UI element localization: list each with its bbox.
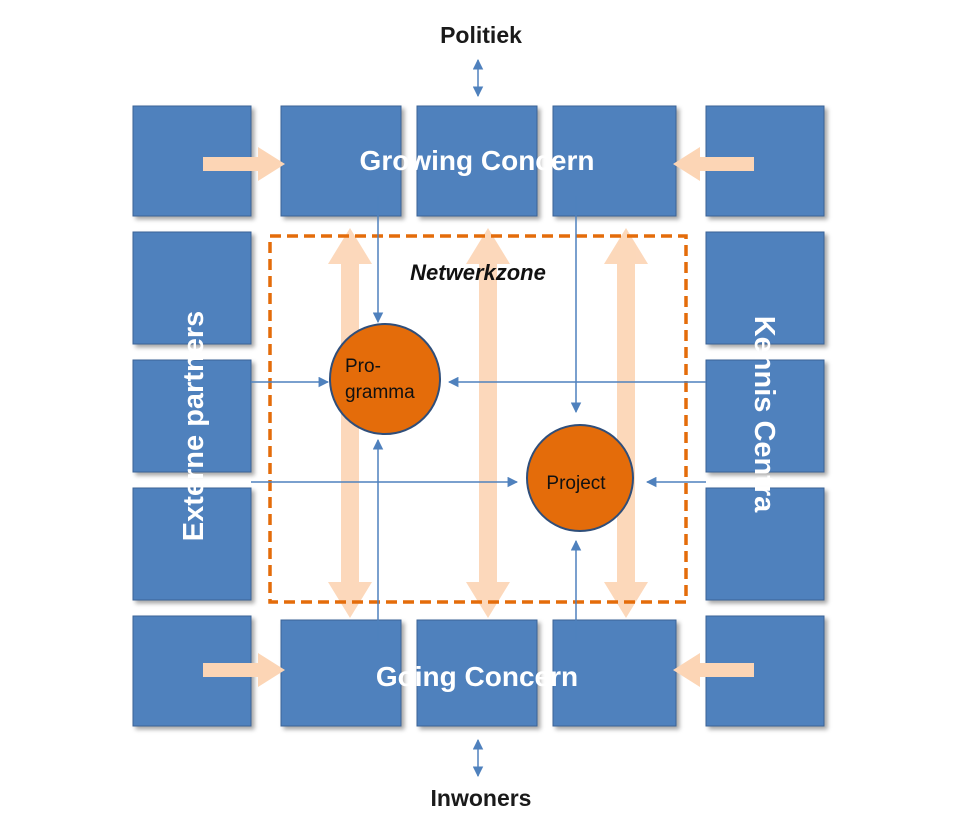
top-bar-blocks bbox=[280, 105, 677, 217]
bottom-bar-block-1 bbox=[280, 619, 402, 727]
peach-arrow-bottom-right bbox=[673, 653, 754, 687]
peach-vertical-arrows bbox=[328, 228, 648, 618]
politiek-label: Politiek bbox=[440, 22, 522, 48]
right-block-4 bbox=[705, 487, 825, 601]
bottom-bar-blocks bbox=[280, 619, 677, 727]
programma-label-line2: gramma bbox=[345, 382, 415, 403]
netwerkzone-label: Netwerkzone bbox=[410, 260, 546, 285]
left-column-blocks bbox=[132, 105, 252, 727]
left-block-3 bbox=[132, 359, 252, 473]
connector-lines bbox=[251, 58, 706, 778]
left-block-4 bbox=[132, 487, 252, 601]
peach-arrow-bottom-left bbox=[203, 653, 285, 687]
growing-concern-label: Growing Concern bbox=[360, 145, 595, 176]
externe-partners-label: Externe partners bbox=[178, 311, 210, 542]
peach-arrow-top-right bbox=[673, 147, 754, 181]
top-bar-block-1 bbox=[280, 105, 402, 217]
peach-arrow-top-left bbox=[203, 147, 285, 181]
project-label: Project bbox=[546, 473, 606, 494]
peach-side-arrows bbox=[203, 147, 754, 687]
peach-double-arrow-2 bbox=[466, 228, 510, 618]
bottom-bar-block-3 bbox=[552, 619, 677, 727]
programma-label-line1: Pro- bbox=[345, 356, 381, 377]
inwoners-label: Inwoners bbox=[431, 785, 532, 811]
netwerkzone-box bbox=[268, 234, 688, 604]
left-block-2 bbox=[132, 231, 252, 345]
programma-circle bbox=[329, 323, 441, 435]
top-bar-block-2 bbox=[416, 105, 538, 217]
programma-node: Pro- gramma bbox=[329, 323, 441, 435]
going-concern-label: Going Concern bbox=[376, 661, 578, 692]
right-column-blocks bbox=[705, 105, 825, 727]
top-bar-block-3 bbox=[552, 105, 677, 217]
bottom-bar-block-2 bbox=[416, 619, 538, 727]
right-block-2 bbox=[705, 231, 825, 345]
peach-double-arrow-3 bbox=[604, 228, 648, 618]
kennis-centra-label: Kennis Centra bbox=[748, 316, 780, 513]
right-block-3 bbox=[705, 359, 825, 473]
project-circle bbox=[526, 424, 634, 532]
peach-double-arrow-1 bbox=[328, 228, 372, 618]
project-node: Project bbox=[526, 424, 634, 532]
